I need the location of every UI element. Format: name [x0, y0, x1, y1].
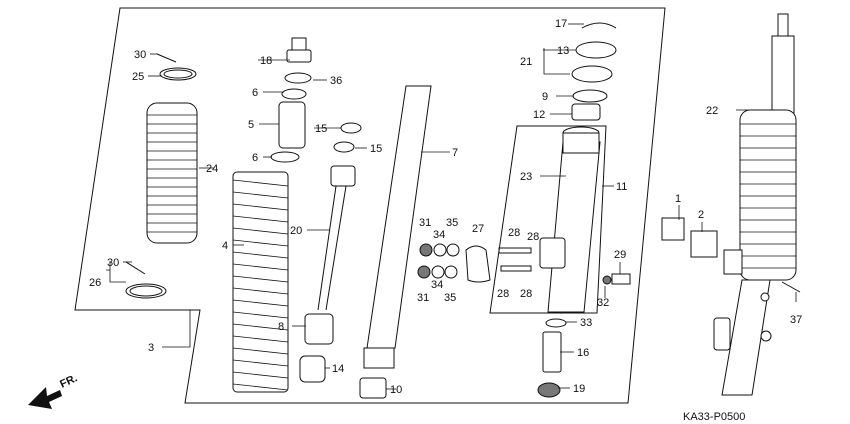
label-part-15-lower: 15 [370, 143, 382, 155]
diagram-code: KA33-P0500 [683, 411, 745, 423]
label-part-9: 9 [542, 91, 548, 103]
leader-lines [106, 23, 797, 390]
label-part-7: 7 [452, 147, 458, 159]
label-part-19: 19 [573, 383, 585, 395]
slider-bushing [571, 103, 601, 121]
back-up-ring [572, 89, 608, 103]
label-part-23: 23 [520, 171, 532, 183]
label-part-10: 10 [390, 384, 402, 396]
label-part-24: 24 [206, 163, 218, 175]
dust-boot [146, 102, 198, 244]
label-part-1: 1 [675, 193, 681, 205]
label-part-27: 27 [472, 223, 484, 235]
label-part-11: 11 [616, 181, 627, 193]
label-part-21: 21 [520, 56, 532, 68]
label-part-28-b: 28 [527, 231, 539, 243]
label-part-31-lower: 31 [417, 292, 429, 304]
label-part-28-c: 28 [497, 288, 509, 300]
boot-band-upper [156, 53, 197, 81]
fork-tube [359, 85, 432, 399]
label-part-36: 36 [330, 75, 342, 87]
label-part-18: 18 [260, 55, 272, 67]
label-part-2: 2 [698, 209, 704, 221]
oil-lock-piece [299, 355, 326, 383]
label-part-12: 12 [533, 109, 545, 121]
bracket-b [690, 230, 718, 258]
spacer [278, 101, 306, 149]
fork-spring [232, 171, 289, 393]
oil-seal-a [575, 41, 617, 59]
slider-group-frame [489, 125, 607, 314]
boot-band-lower [125, 261, 167, 299]
damper-center-bolt [542, 331, 562, 373]
axle-holder [465, 245, 491, 283]
label-part-14: 14 [332, 363, 344, 375]
label-part-37: 37 [790, 314, 802, 326]
label-part-29: 29 [614, 249, 626, 261]
label-part-3: 3 [148, 342, 154, 354]
label-part-26: 26 [89, 277, 101, 289]
label-part-6-lower: 6 [252, 152, 258, 164]
label-part-30-upper: 30 [134, 49, 146, 61]
piston-ring-a [340, 122, 362, 134]
piston-ring-b [333, 141, 355, 153]
damper-rod [317, 165, 356, 311]
front-direction-label: FR. [58, 372, 79, 390]
label-part-31-upper: 31 [419, 217, 431, 229]
label-part-8: 8 [278, 321, 284, 333]
label-part-30-lower: 30 [107, 257, 119, 269]
fork-assembly [713, 13, 797, 396]
label-part-32: 32 [597, 297, 609, 309]
slider-tube [539, 126, 601, 313]
sealing-washer [545, 318, 567, 328]
label-part-35-upper: 35 [446, 217, 458, 229]
rebound-spring [304, 313, 334, 345]
label-part-33: 33 [580, 317, 592, 329]
bottom-nut [537, 382, 561, 398]
assembly-frame [74, 7, 666, 404]
label-part-35-lower: 35 [444, 292, 456, 304]
bracket-a [661, 217, 685, 241]
drain-bolt [611, 273, 631, 285]
circlip [581, 22, 617, 29]
label-part-34-lower: 34 [431, 279, 443, 291]
label-part-13: 13 [557, 45, 569, 57]
fork-bolt [286, 37, 312, 63]
label-part-25: 25 [132, 71, 144, 83]
bracket-screw [781, 281, 801, 293]
label-part-34-upper: 34 [433, 229, 445, 241]
label-part-4: 4 [222, 240, 228, 252]
label-part-20: 20 [290, 225, 302, 237]
label-part-6-upper: 6 [252, 87, 258, 99]
label-part-15-upper: 15 [315, 123, 327, 135]
drain-washer [602, 275, 612, 285]
label-part-28-a: 28 [508, 227, 520, 239]
stud-hardware [417, 243, 460, 279]
label-part-22: 22 [706, 105, 718, 117]
label-part-5: 5 [248, 119, 254, 131]
oil-seal-b [571, 65, 613, 83]
label-part-17: 17 [555, 18, 567, 30]
o-ring [284, 72, 312, 84]
label-part-28-d: 28 [520, 288, 532, 300]
front-direction-arrow: FR. [28, 372, 79, 409]
washer-upper [281, 88, 307, 100]
washer-lower [270, 151, 300, 163]
label-part-16: 16 [577, 347, 589, 359]
studs [498, 247, 532, 272]
